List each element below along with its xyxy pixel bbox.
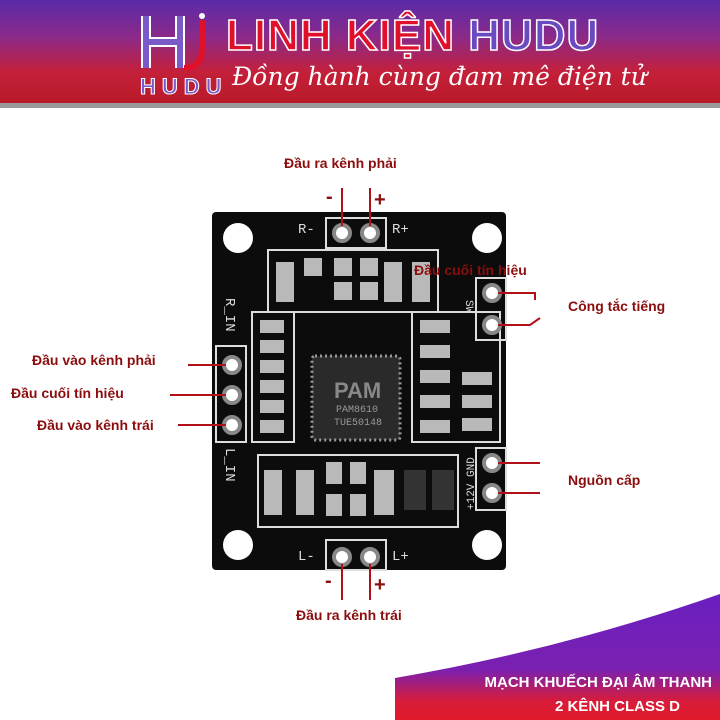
label-signal-ground-top: Đầu cuối tín hiệu <box>414 262 527 278</box>
header-divider <box>0 103 720 108</box>
leader-lines <box>170 188 541 600</box>
silk-r-minus: R- <box>298 222 315 238</box>
chip-model: PAM8610 <box>336 405 378 416</box>
hudu-logo-icon <box>141 13 205 71</box>
caption-line-1: MẠCH KHUẾCH ĐẠI ÂM THANH <box>484 674 712 691</box>
chip-code: TUE50148 <box>334 418 382 429</box>
smd-components <box>260 258 492 516</box>
label-left-input: Đầu vào kênh trái <box>37 417 154 433</box>
brand-name: LINH KIỆN HUDU <box>225 11 600 60</box>
silk-r-plus: R+ <box>392 222 409 238</box>
brand-part-2: HUDU <box>467 11 600 60</box>
left-plus-sign: + <box>374 574 386 596</box>
slogan: Đồng hành cùng đam mê điện tử <box>232 62 647 91</box>
silk-l-minus: L- <box>298 549 315 565</box>
label-right-output: Đầu ra kênh phải <box>284 155 397 171</box>
right-minus-sign: - <box>326 186 333 208</box>
label-signal-ground-left: Đầu cuối tín hiệu <box>11 385 124 401</box>
header-banner <box>0 0 720 103</box>
silk-r-in: R_IN <box>221 298 237 332</box>
brand-part-1: LINH KIỆN <box>225 11 455 60</box>
diodes <box>404 470 454 510</box>
mounting-holes <box>223 223 502 560</box>
silk-sw: SW <box>462 300 474 314</box>
silk-power: +12V GND <box>466 457 478 510</box>
logo-text: HUDU <box>140 74 228 100</box>
label-right-input: Đầu vào kênh phải <box>32 352 156 368</box>
label-mute-switch: Công tắc tiếng <box>568 298 666 314</box>
chip-package <box>310 354 402 442</box>
silkscreen-outlines <box>215 217 507 571</box>
caption-line-2: 2 KÊNH CLASS D <box>554 698 680 715</box>
left-minus-sign: - <box>325 570 332 592</box>
silk-l-in: L_IN <box>221 448 237 482</box>
label-power: Nguồn cấp <box>568 472 641 488</box>
right-plus-sign: + <box>374 189 386 211</box>
label-left-output: Đầu ra kênh trái <box>296 607 402 623</box>
chip-logo: PAM <box>334 378 381 403</box>
silk-l-plus: L+ <box>392 549 409 565</box>
